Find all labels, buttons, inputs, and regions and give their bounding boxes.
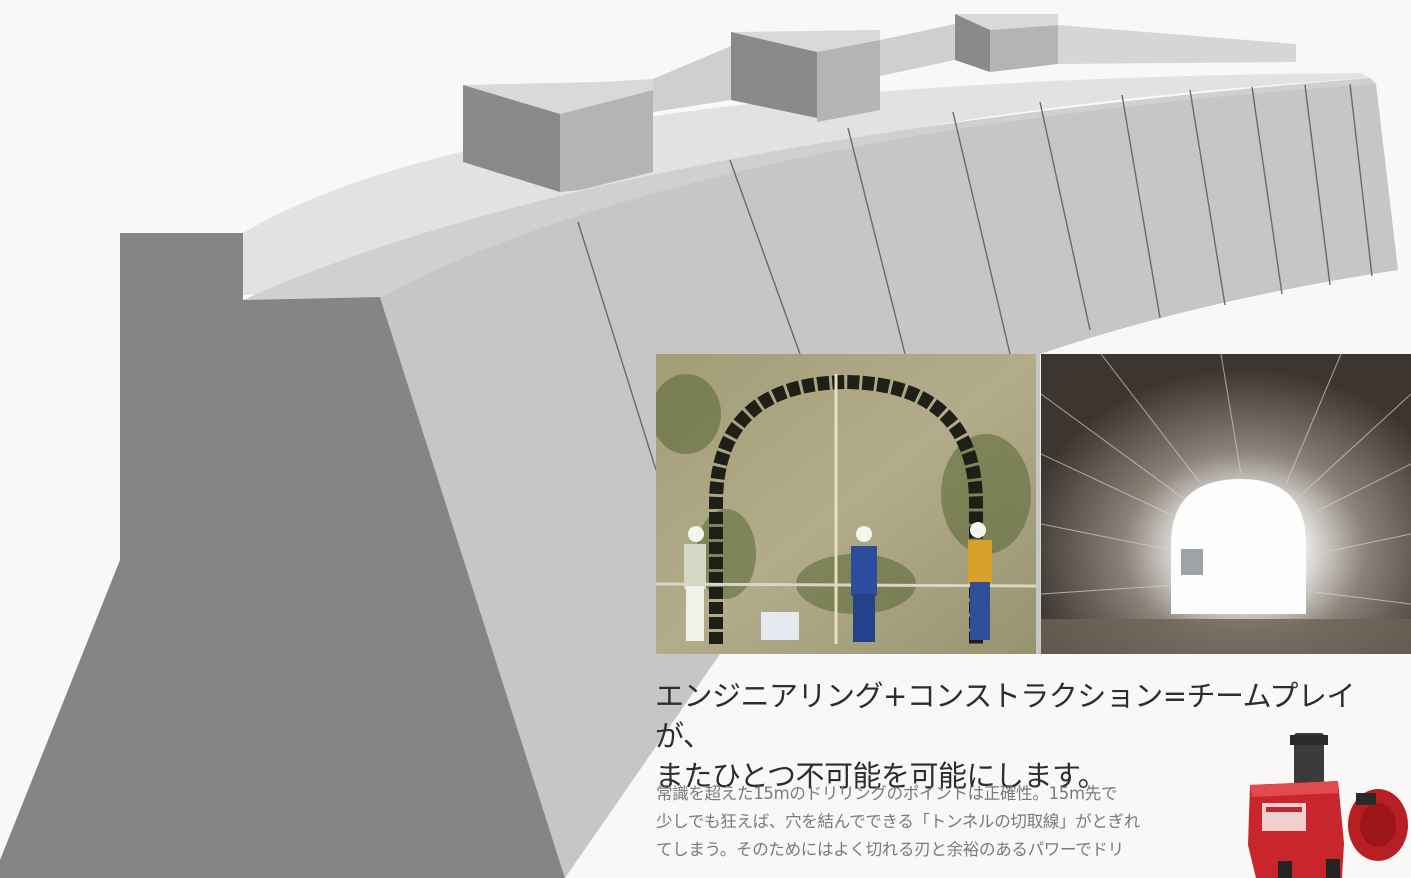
body-line-3: てしまう。そのためにはよく切れる刃と余裕のあるパワーでドリ <box>656 840 1124 859</box>
tunnel-interior-photo <box>1041 354 1411 654</box>
tunnel-interior-image <box>1041 354 1411 654</box>
slab-connector-1 <box>653 46 731 112</box>
body-line-1: 常識を超えた15mのドリリングのポイントは正確性。15m先で <box>656 784 1118 803</box>
workers-drilling-image <box>656 354 1036 654</box>
top-block-2-side <box>731 32 817 118</box>
top-block-1-side <box>463 85 560 192</box>
top-block-2-front <box>817 40 880 122</box>
drill-machine-graphic <box>1248 733 1408 878</box>
wall-ridge <box>243 78 1376 300</box>
body-paragraph: 常識を超えた15mのドリリングのポイントは正確性。15m先で 少しでも狂えば、穴… <box>656 780 1234 864</box>
drill-machine-image <box>1238 733 1411 878</box>
wall-left-face <box>0 233 565 878</box>
headline-line-2: またひとつ不可能を可能にします。 <box>655 759 1107 793</box>
slab-connector-3 <box>1058 25 1296 64</box>
headline: エンジニアリング+コンストラクション=チームプレイが、 またひとつ不可能を可能に… <box>655 676 1400 796</box>
worker-figures <box>684 522 992 642</box>
body-line-2: 少しでも狂えば、穴を結んでできる「トンネルの切取線」がとぎれ <box>656 812 1141 831</box>
top-block-3-front <box>990 25 1058 72</box>
headline-line-1: エンジニアリング+コンストラクション=チームプレイが、 <box>655 679 1355 753</box>
top-block-3-side <box>955 14 990 72</box>
wall-joint-lines <box>577 83 1373 471</box>
workers-drilling-photo <box>656 354 1036 654</box>
top-block-1-front <box>560 90 653 192</box>
slab-connector-2 <box>880 24 955 76</box>
